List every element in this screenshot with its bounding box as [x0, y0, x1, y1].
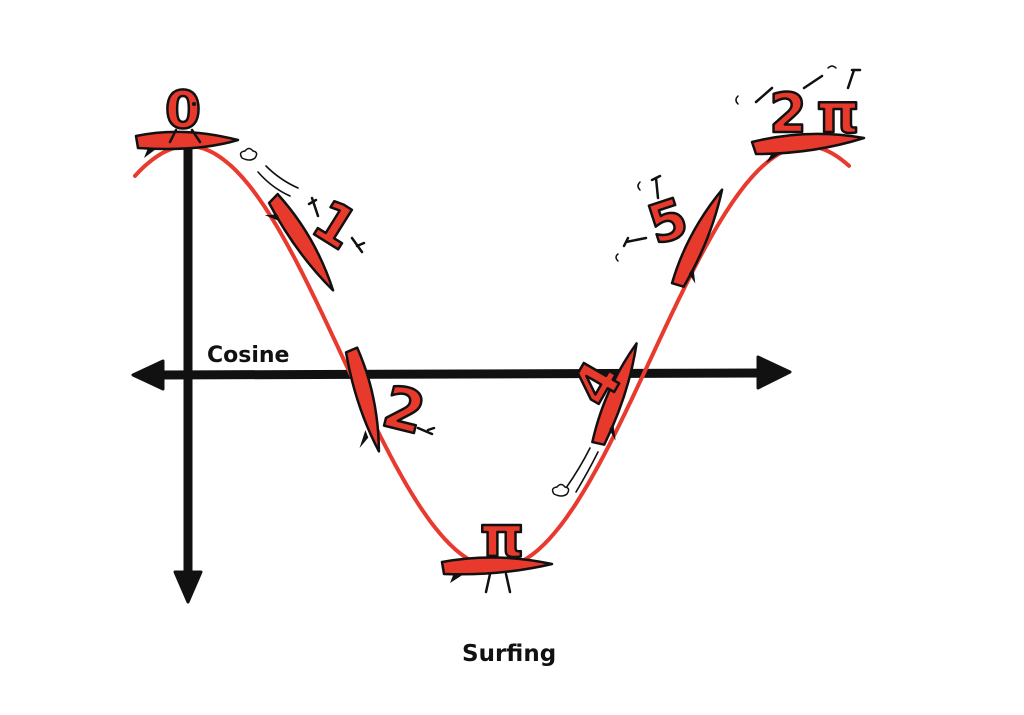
- arm-up: [650, 174, 662, 200]
- surfer-two-pi: 2 π: [735, 65, 866, 163]
- numeral-zero: 0: [165, 81, 201, 141]
- splash-puff: [239, 147, 258, 161]
- eye: [192, 102, 196, 106]
- surfer-two: [344, 346, 381, 453]
- horizontal-axis-right-arrowhead: [756, 355, 792, 390]
- surfboard-fin: [144, 148, 156, 158]
- horizontal-axis: [155, 368, 770, 380]
- arm-right: [350, 236, 366, 254]
- legs: [484, 572, 512, 594]
- arm: [416, 426, 436, 436]
- surfer-five: [670, 188, 724, 288]
- caption-surfing: Surfing: [462, 641, 556, 667]
- surfboard-fin: [450, 573, 464, 583]
- surfer-zero: 0: [134, 80, 240, 158]
- numeral-two: 2: [376, 372, 432, 448]
- wave-hand-lines: [735, 65, 837, 105]
- surfboard: [344, 346, 381, 453]
- vertical-axis-arrowhead: [173, 570, 203, 604]
- surfboard: [440, 556, 554, 576]
- arms: [754, 68, 862, 104]
- motion-lines: [257, 165, 299, 197]
- surfboard-fin: [688, 266, 696, 284]
- surfboard-fin: [264, 214, 281, 222]
- surfer-one: [264, 192, 335, 292]
- numeral-two-pi-symbol: π: [817, 82, 860, 145]
- horizontal-axis-left-arrowhead: [131, 359, 165, 391]
- surfboard: [750, 132, 866, 156]
- arm-left: [307, 196, 320, 218]
- legs: [168, 128, 202, 144]
- numeral-two-pi-coefficient: 2: [769, 82, 807, 145]
- surfer-two-figure: 2: [375, 371, 436, 449]
- surfboard-fin: [766, 153, 780, 163]
- axis-label-cosine: Cosine: [207, 343, 289, 368]
- motion-lines: [565, 447, 599, 493]
- surfboard-fin: [609, 422, 616, 441]
- surfer-pi: π: [440, 504, 554, 594]
- surfboard: [591, 342, 638, 446]
- arm-side: [622, 236, 648, 248]
- surfer-four: [591, 342, 638, 446]
- surfboard: [267, 192, 335, 292]
- surfboard: [134, 130, 240, 151]
- surfboard: [670, 188, 724, 288]
- axes: [131, 135, 792, 604]
- splash-puff: [551, 483, 570, 497]
- surfer-five-figure: 5: [615, 174, 697, 262]
- numeral-five: 5: [640, 186, 695, 258]
- wave-hand-lines: [615, 181, 641, 262]
- surfboard-fin: [359, 430, 369, 449]
- numeral-pi: π: [480, 505, 524, 570]
